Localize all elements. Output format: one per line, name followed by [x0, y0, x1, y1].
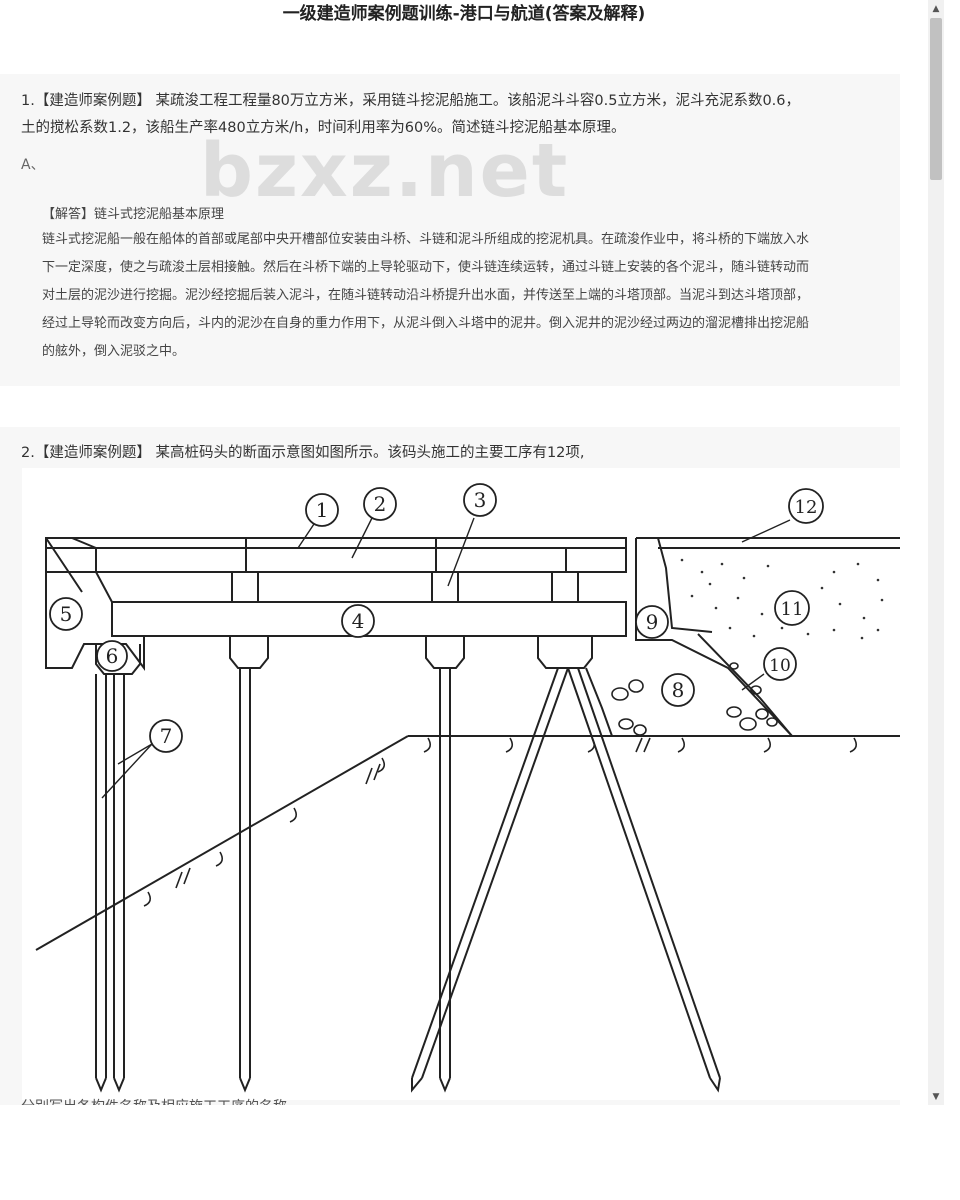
scroll-up-arrow-icon[interactable]: ▲ [932, 4, 940, 14]
answer-1-line: 的舷外，倒入泥驳之中。 [42, 344, 186, 359]
figure-label-4 [341, 604, 375, 638]
answer-1-line: 下一定深度，使之与疏浚土层相接触。然后在斗桥下端的上导轮驱动下，使斗链连续运转，… [42, 260, 810, 275]
figure-label-text: 1 [316, 498, 329, 522]
question-card-1: 1.【建造师案例题】 某疏浚工程工程量80万立方米，采用链斗挖泥船施工。该船泥斗… [0, 74, 900, 386]
figure-label-5 [49, 597, 83, 631]
deck-slab [45, 537, 627, 573]
answer-1-line: 经过上导轮而改变方向后，斗内的泥沙在自身的重力作用下，从泥斗倒入斗塔中的泥井。倒… [42, 316, 810, 331]
watermark: bzxz.net [200, 128, 570, 214]
wharf-section-diagram: 1 2 3 4 5 6 7 8 9 10 11 12 [22, 468, 900, 1100]
figure-label-12 [788, 488, 824, 524]
answer-1-line: 链斗式挖泥船一般在船体的首部或尾部中央开槽部位安装由斗桥、斗链和泥斗所组成的挖泥… [42, 232, 810, 247]
scroll-down-arrow-icon[interactable]: ▼ [932, 1092, 940, 1102]
figure-label-9 [635, 605, 669, 639]
figure-label-11 [774, 590, 810, 626]
figure-label-8 [661, 673, 695, 707]
figure-label-text: 3 [474, 488, 487, 512]
figure-label-text: 7 [160, 724, 173, 748]
question-1-option-a[interactable]: A、 [21, 157, 45, 173]
figure-label-10 [763, 647, 797, 681]
figure-label-7 [149, 719, 183, 753]
scrollbar-thumb[interactable] [930, 18, 942, 180]
question-2-text-line-2: 分别写出各构件名称及相应施工工序的名称。 [21, 1097, 301, 1105]
figure-label-text: 2 [374, 492, 387, 516]
vertical-scrollbar[interactable]: ▲ ▼ [928, 0, 944, 1105]
question-2-text-line-1: 2.【建造师案例题】 某高桩码头的断面示意图如图所示。该码头施工的主要工序有12… [21, 445, 585, 461]
figure-label-text: 8 [672, 678, 685, 702]
figure-label-text: 10 [769, 656, 791, 676]
figure-label-text: 12 [795, 497, 818, 518]
question-1-text-line-1: 1.【建造师案例题】 某疏浚工程工程量80万立方米，采用链斗挖泥船施工。该船泥斗… [21, 93, 801, 109]
figure-label-text: 9 [646, 610, 659, 634]
figure-label-text: 5 [60, 602, 73, 626]
figure-label-text: 6 [106, 644, 119, 668]
figure-label-2 [363, 487, 397, 521]
figure-label-1 [305, 493, 339, 527]
answer-1-line: 对土层的泥沙进行挖掘。泥沙经挖掘后装入泥斗，在随斗链转动沿斗桥提升出水面，并传送… [42, 288, 810, 303]
figure-label-text: 4 [352, 609, 365, 633]
question-1-text-line-2: 土的搅松系数1.2，该船生产率480立方米/h，时间利用率为60%。简述链斗挖泥… [21, 120, 626, 136]
page-title: 一级建造师案例题训练-港口与航道(答案及解释) [282, 4, 646, 24]
answer-1-heading: 【解答】链斗式挖泥船基本原理 [42, 207, 225, 222]
figure-label-6 [96, 640, 128, 672]
figure-label-3 [463, 483, 497, 517]
figure-label-text: 11 [781, 599, 804, 620]
